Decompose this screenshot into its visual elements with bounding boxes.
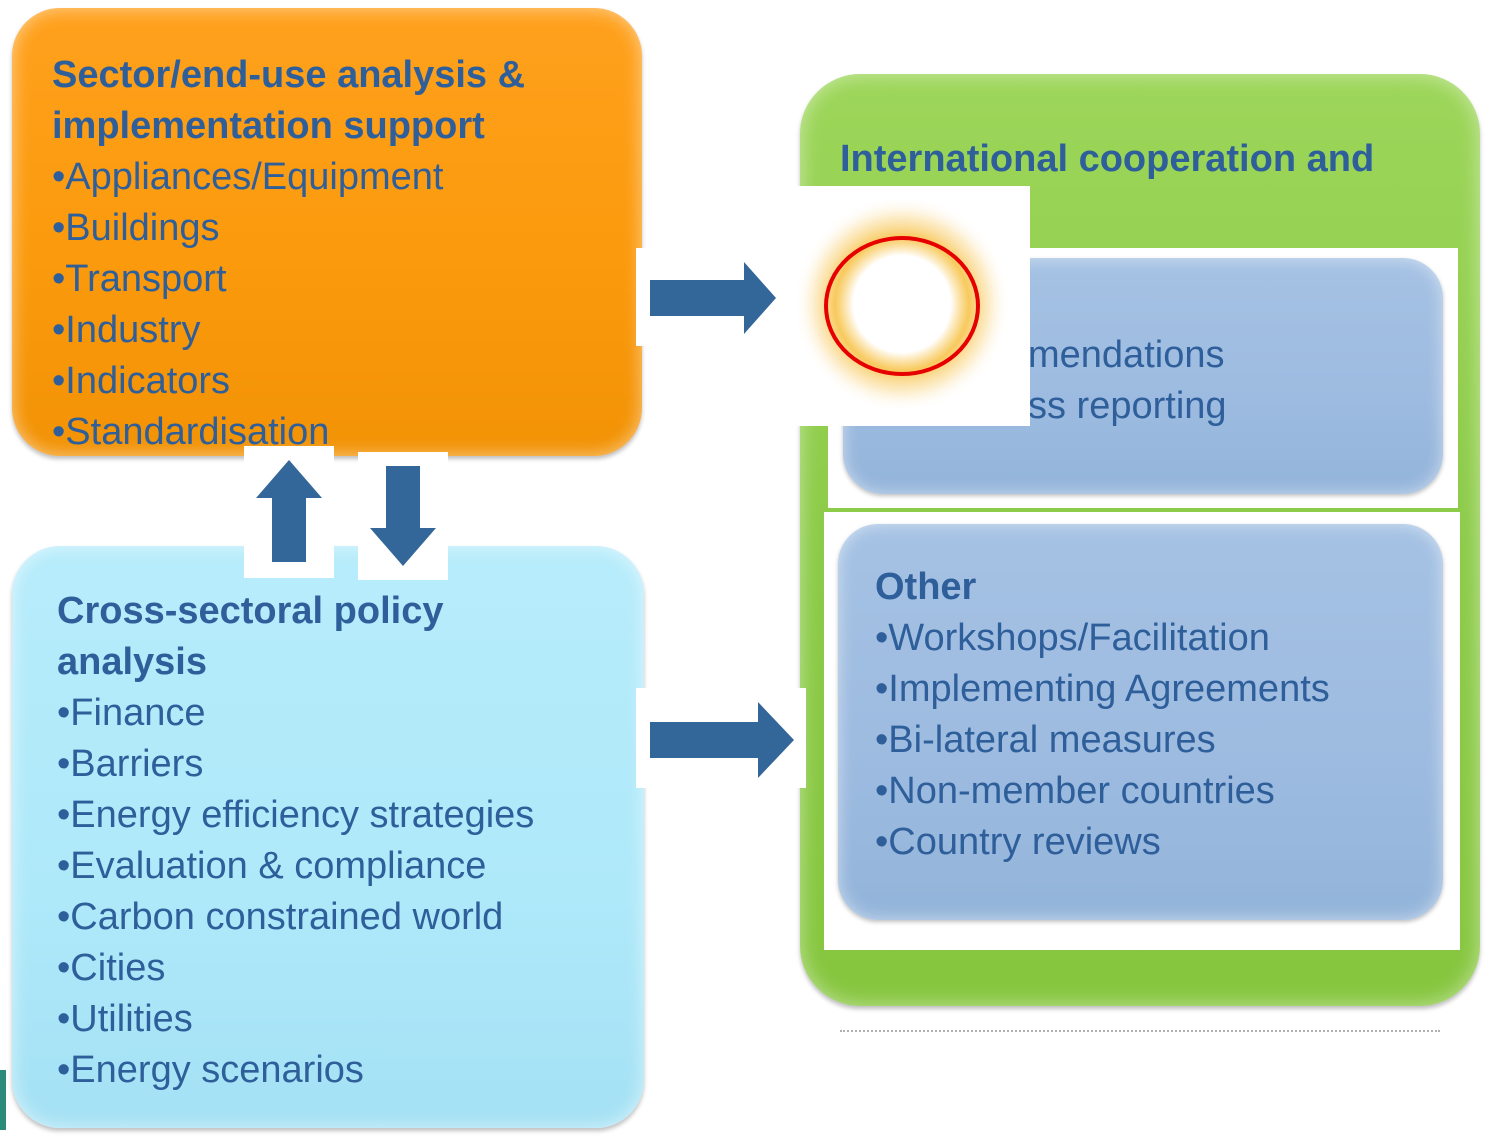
other-item-nonmember: •Non-member countries	[875, 770, 1275, 812]
recs-item-recommendations: mendations	[1028, 334, 1225, 376]
cross-title-line2: analysis	[57, 641, 207, 683]
other-item-implementing: •Implementing Agreements	[875, 668, 1330, 710]
cross-title-line1: Cross-sectoral policy	[57, 590, 444, 632]
intl-title: International cooperation and	[840, 138, 1375, 180]
sector-item-indicators: •Indicators	[52, 360, 231, 402]
sector-item-industry: •Industry	[52, 309, 201, 351]
arrow-right-top-card	[636, 248, 786, 346]
highlight-overlay	[778, 186, 1030, 426]
cross-item-carbon: •Carbon constrained world	[57, 896, 504, 938]
cross-item-finance: •Finance	[57, 692, 206, 734]
other-item-country-reviews: •Country reviews	[875, 821, 1161, 863]
sector-item-appliances: •Appliances/Equipment	[52, 156, 444, 198]
arrow-up-card	[244, 446, 334, 578]
edge-mark	[0, 1070, 6, 1130]
sector-analysis-box: Sector/end-use analysis & implementation…	[12, 8, 642, 456]
cross-item-cities: •Cities	[57, 947, 166, 989]
arrow-down-card	[358, 452, 448, 580]
cross-item-evaluation: •Evaluation & compliance	[57, 845, 487, 887]
sector-title-line1: Sector/end-use analysis &	[52, 54, 526, 96]
arrow-down-icon	[370, 466, 436, 566]
sector-item-standardisation: •Standardisation	[52, 411, 330, 453]
cross-item-strategies: •Energy efficiency strategies	[57, 794, 535, 836]
recs-item-progress-reporting: ss reporting	[1028, 385, 1227, 427]
arrow-right-icon	[650, 262, 776, 334]
other-title: Other	[875, 566, 977, 608]
other-box: Other •Workshops/Facilitation •Implement…	[838, 524, 1443, 920]
cross-item-scenarios: •Energy scenarios	[57, 1049, 364, 1091]
arrow-right-bottom-card	[636, 688, 806, 788]
cross-item-barriers: •Barriers	[57, 743, 204, 785]
cross-sectoral-box: Cross-sectoral policy analysis •Finance …	[12, 546, 644, 1128]
recommendations-text: mendations ss reporting	[1028, 330, 1227, 432]
sector-item-transport: •Transport	[52, 258, 227, 300]
arrow-up-icon	[256, 460, 322, 562]
sector-title-line2: implementation support	[52, 105, 485, 147]
other-item-bilateral: •Bi-lateral measures	[875, 719, 1216, 761]
other-item-workshops: •Workshops/Facilitation	[875, 617, 1270, 659]
arrow-right-icon	[650, 702, 794, 778]
highlight-ring-icon	[794, 196, 1010, 412]
cross-item-utilities: •Utilities	[57, 998, 193, 1040]
dotted-divider	[840, 1030, 1440, 1032]
sector-item-buildings: •Buildings	[52, 207, 220, 249]
